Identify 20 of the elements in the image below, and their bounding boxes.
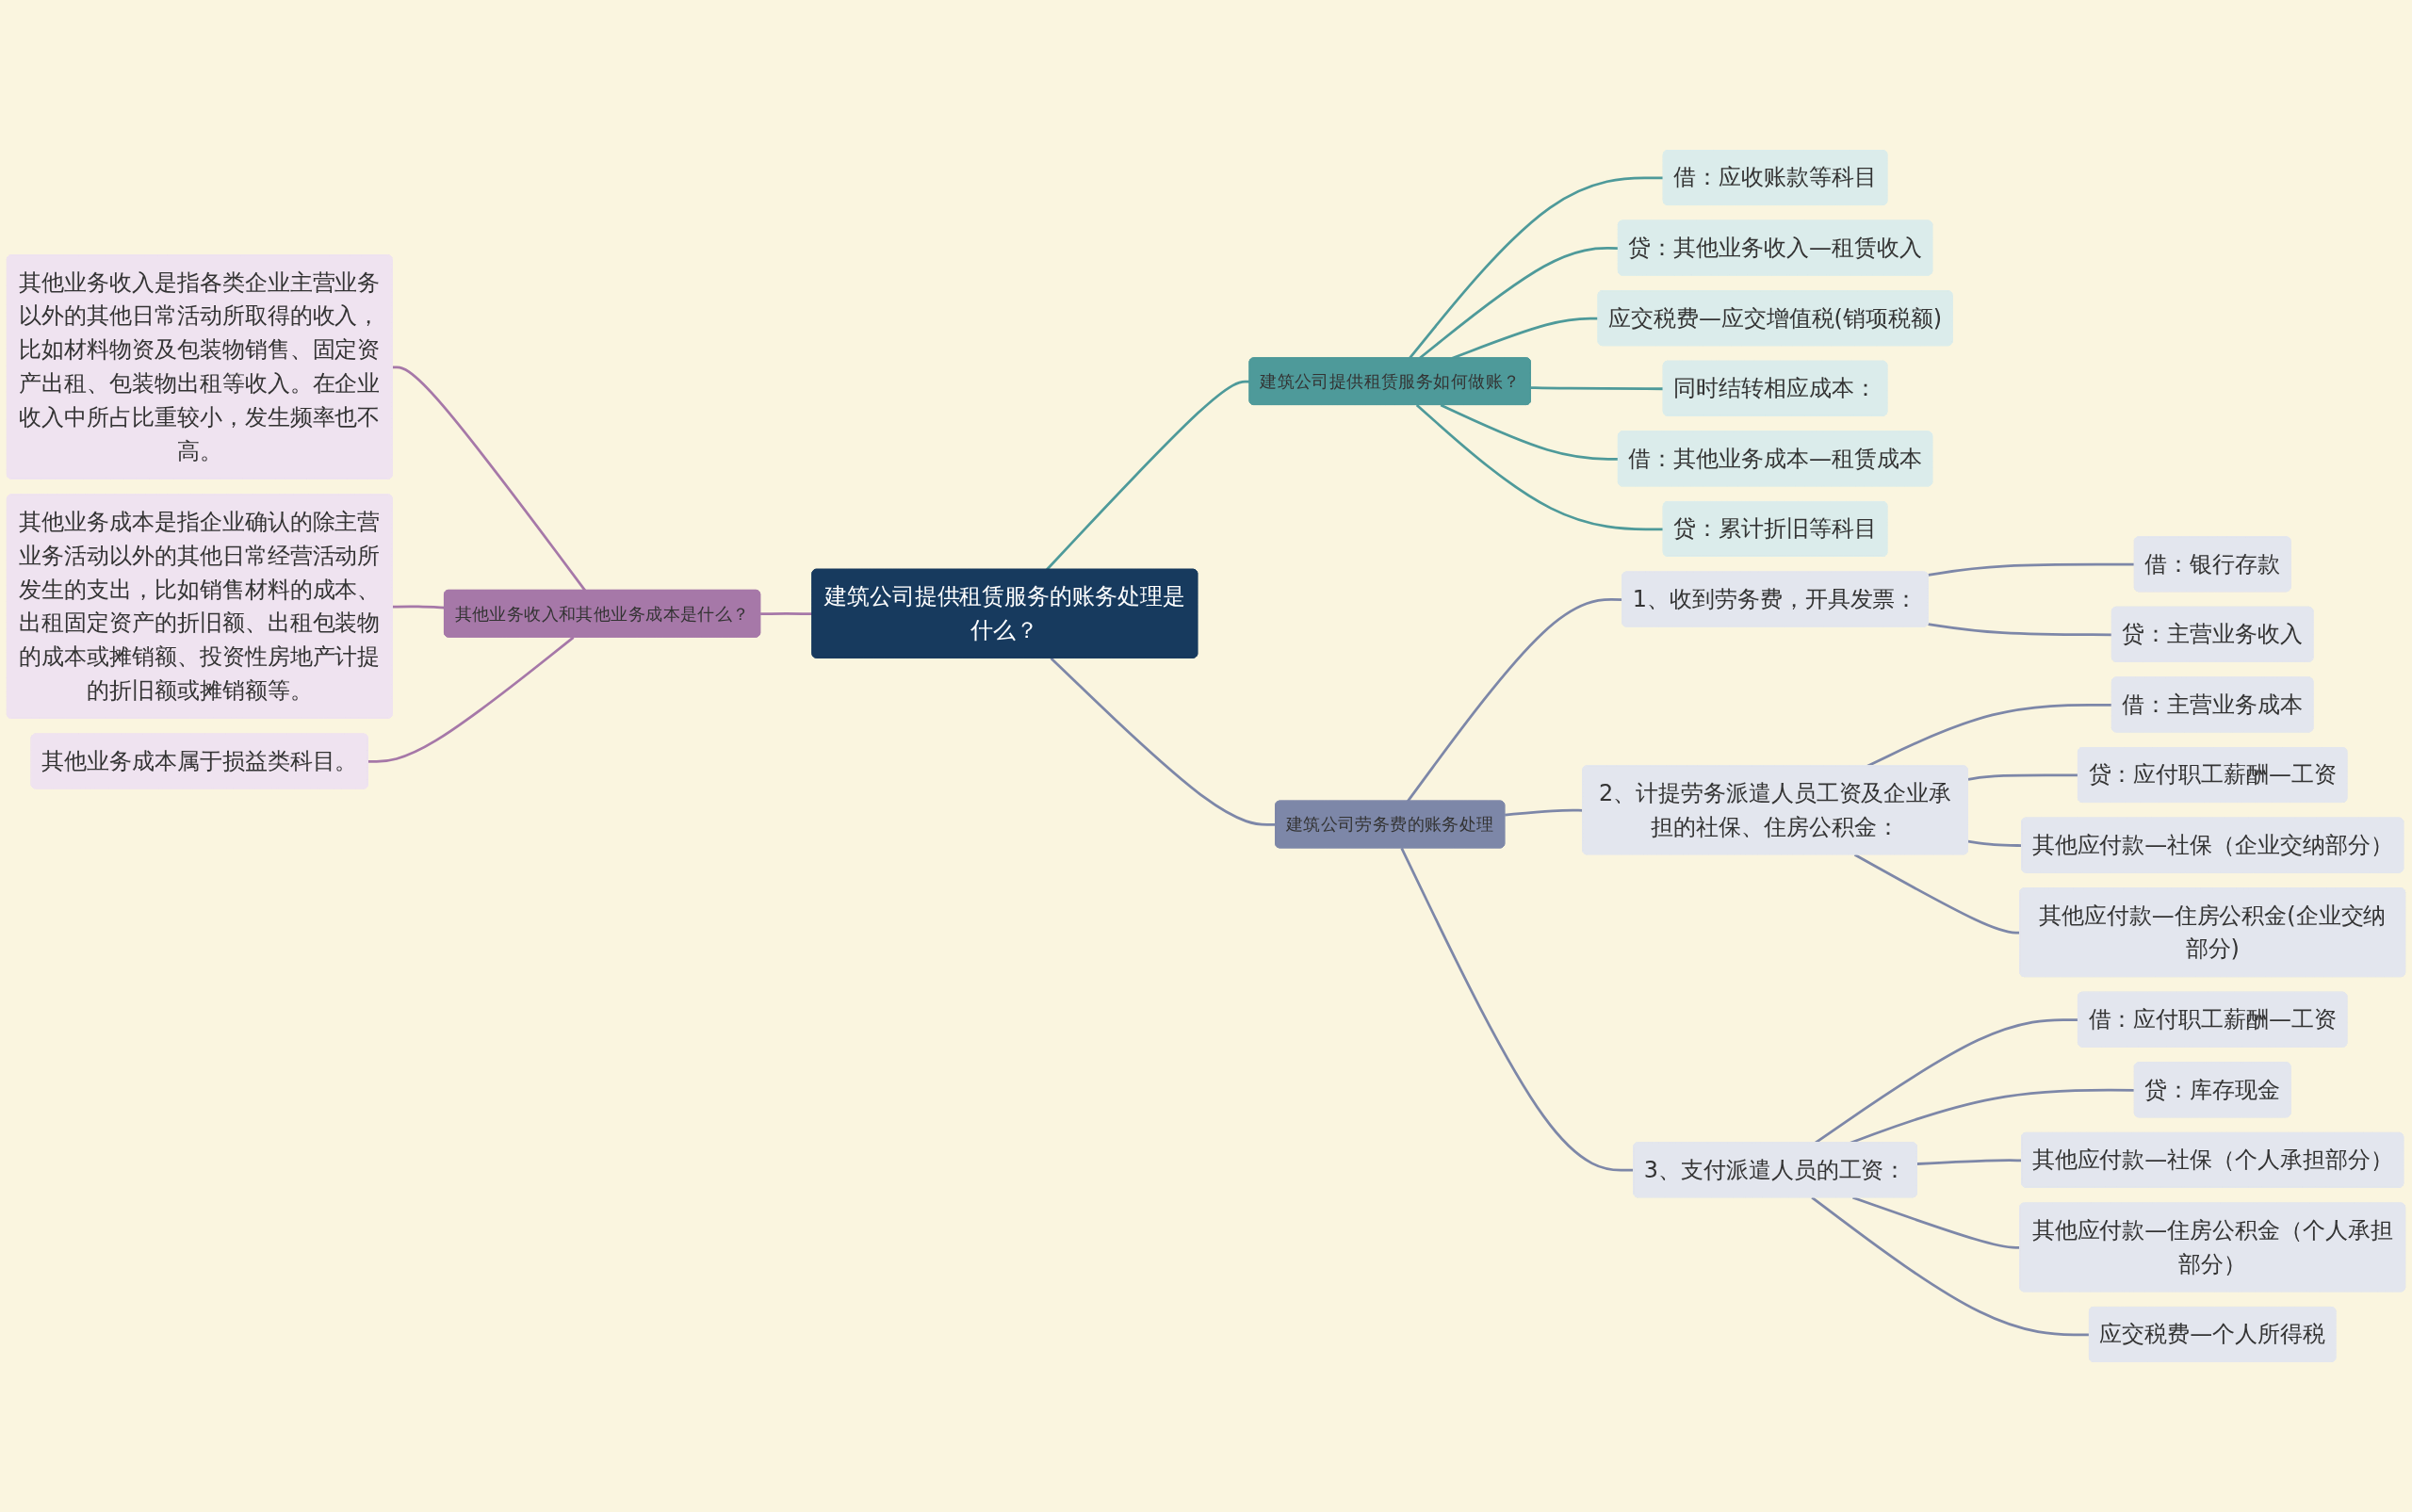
- connector: [1853, 854, 2021, 935]
- connector: [392, 366, 587, 592]
- connector: [1852, 1195, 2021, 1249]
- connector: [1046, 380, 1250, 571]
- connector: [1967, 839, 2023, 847]
- connector: [1811, 1196, 2090, 1337]
- connector: [1928, 562, 2135, 577]
- connector: [1505, 808, 1584, 817]
- connector: [367, 636, 575, 763]
- connector: [1050, 657, 1277, 826]
- connector: [392, 605, 445, 610]
- connector: [1400, 847, 1635, 1172]
- connector: [1928, 623, 2112, 637]
- connector: [760, 612, 813, 616]
- connector: [1440, 403, 1619, 461]
- connector: [1967, 773, 2078, 781]
- connector: [1530, 386, 1664, 391]
- connector: [1415, 403, 1664, 531]
- connector: [1916, 1159, 2023, 1165]
- connector: [1406, 598, 1623, 803]
